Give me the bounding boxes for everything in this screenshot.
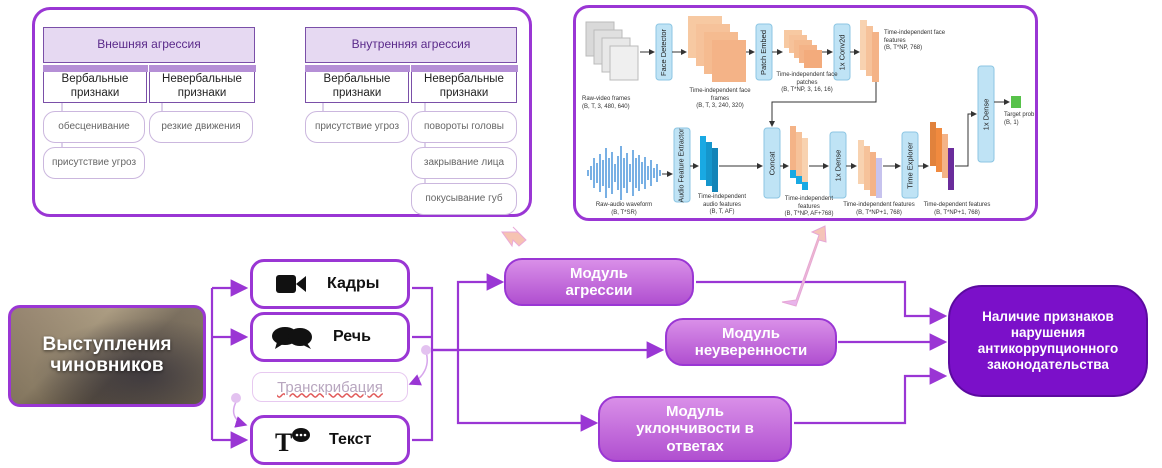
- arrow-to-taxonomy: [501, 226, 527, 248]
- leaf-threats-external: присутствие угроз: [43, 147, 145, 179]
- video-camera-icon: [276, 275, 306, 293]
- source-label: Выступления чиновников: [42, 334, 172, 376]
- svg-text:T: T: [275, 428, 292, 453]
- text-tool-icon: T: [275, 428, 310, 453]
- leaf-head-turns: повороты головы: [411, 111, 517, 143]
- aggression-module[interactable]: Модуль агрессии: [504, 258, 694, 306]
- internal-verbal-node: Вербальные признаки: [304, 65, 410, 103]
- leaf-devaluation: обесценивание: [43, 111, 145, 143]
- raw-video-stack: [585, 21, 639, 81]
- audio-features-caption: Time-independent audio features(B, T, AF…: [697, 194, 747, 215]
- face-features-caption: Time-independent face features(B, T*NP, …: [884, 30, 946, 51]
- face-frames-caption: Time-independent face frames(B, T, 3, 24…: [689, 88, 751, 109]
- td-features-caption: Time-dependent features(B, T*NP+1, 768): [923, 202, 991, 216]
- ti-features-caption: Time-independent features(B, T*NP+1, 768…: [843, 202, 915, 216]
- face-features-stack: [860, 20, 879, 82]
- leaf-threats-internal: присутствие угроз: [305, 111, 409, 143]
- dense-top-block: [977, 65, 995, 163]
- leaf-face-covering: закрывание лица: [411, 147, 517, 179]
- target-caption: Target prob(B, 1): [1004, 112, 1035, 126]
- architecture-diagram: [585, 16, 1021, 203]
- transcription-box[interactable]: Транскрибация: [252, 372, 408, 402]
- target-prob-block: [1011, 96, 1021, 108]
- internal-nonverbal-node: Невербальные признаки: [410, 65, 518, 103]
- speech-box[interactable]: Речь: [250, 312, 410, 362]
- concat-block: [763, 127, 781, 199]
- time-explorer-block: [901, 131, 919, 199]
- architecture-panel: Face Detector Patch Embed 1x Conv2d 1x D…: [573, 5, 1038, 221]
- leaf-sharp-movements: резкие движения: [149, 111, 253, 143]
- speaker-photo-overlay: [11, 308, 203, 404]
- concat-features-stack: [790, 126, 808, 190]
- aggression-taxonomy-panel: Внешняя агрессия Вербальные признаки Нев…: [32, 7, 532, 217]
- uncertainty-module[interactable]: Модуль неуверенности: [665, 318, 837, 366]
- audio-features-stack: [700, 136, 718, 192]
- external-verbal-node: Вербальные признаки: [42, 65, 148, 103]
- text-box[interactable]: T Текст: [250, 415, 410, 465]
- internal-aggression-header: Внутренняя агрессия: [305, 27, 517, 63]
- evasiveness-module[interactable]: Модуль уклончивости в ответах: [598, 396, 792, 462]
- td-features-stack: [930, 122, 954, 190]
- raw-audio-caption: Raw-audio waveform(B, T*SR): [595, 202, 653, 216]
- raw-video-caption: Raw-video frames(B, T, 3, 480, 640): [582, 96, 631, 110]
- audio-waveform: [587, 146, 661, 200]
- speeches-source-box: Выступления чиновников: [8, 305, 206, 407]
- result-box[interactable]: Наличие признаков нарушения антикоррупци…: [948, 285, 1148, 397]
- external-nonverbal-node: Невербальные признаки: [148, 65, 256, 103]
- arrow-to-architecture: [781, 225, 827, 307]
- face-frames-stack: [688, 16, 746, 82]
- concat-features-caption: Time-independent features(B, T*NP, AF+76…: [784, 196, 834, 217]
- face-patches-stack: [784, 30, 822, 68]
- frames-box[interactable]: Кадры: [250, 259, 410, 309]
- audio-extractor-block: [673, 127, 691, 203]
- external-aggression-header: Внешняя агрессия: [43, 27, 255, 63]
- speech-bubbles-icon: [272, 327, 312, 349]
- ti-features-stack: [858, 140, 882, 198]
- face-patches-caption: Time-independent face patches(B, T*NP, 3…: [776, 72, 838, 93]
- leaf-lip-biting: покусывание губ: [411, 183, 517, 215]
- dense-mid-block: [829, 131, 847, 199]
